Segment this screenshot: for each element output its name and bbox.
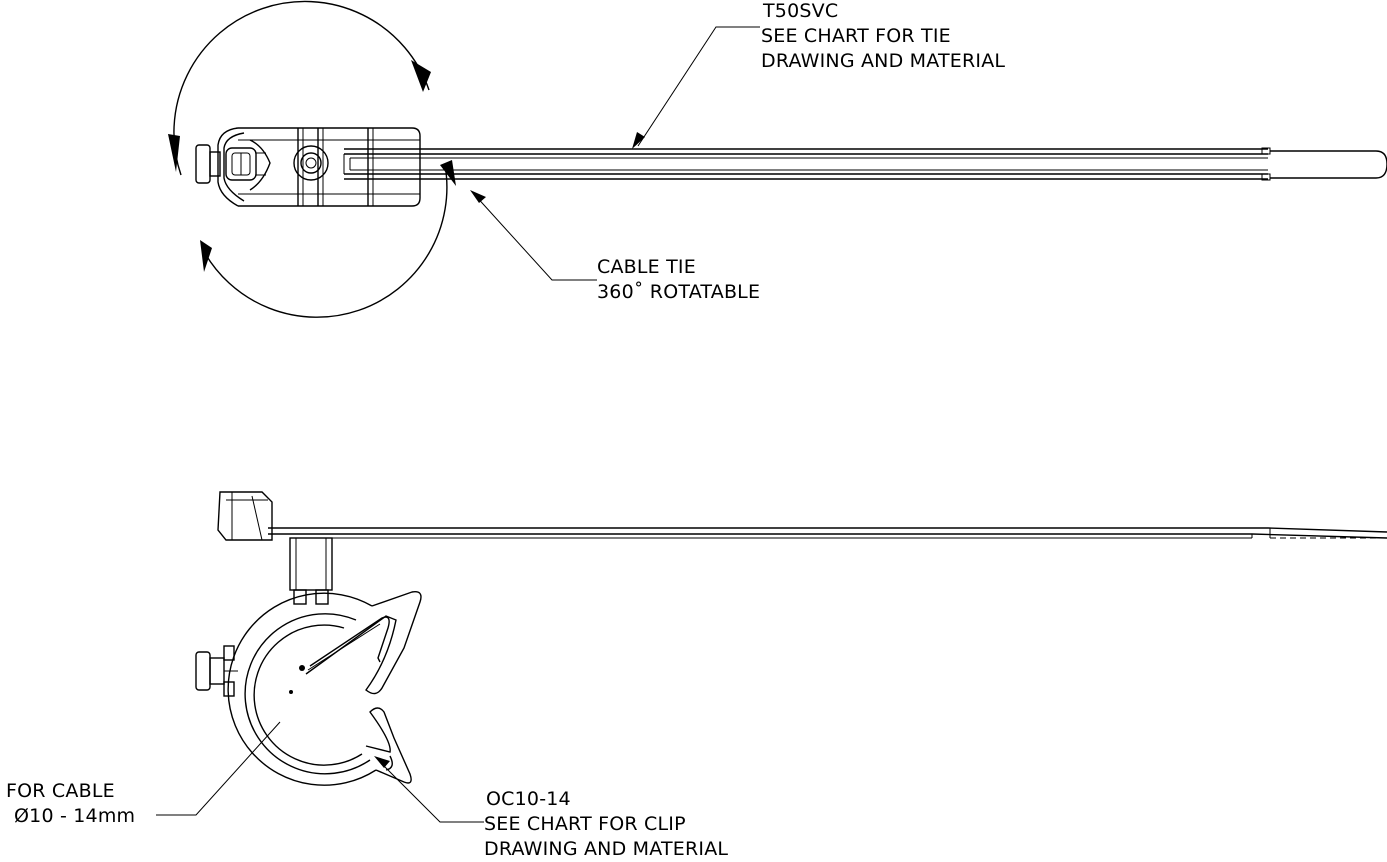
- clip-ring-inner: [244, 613, 371, 775]
- push-button-top: [195, 144, 211, 184]
- clip-arm-lower: [365, 707, 412, 784]
- annotation-for-cable: FOR CABLE Ø10 - 14mm: [6, 780, 135, 827]
- pivot-circle-outer: [293, 145, 329, 181]
- label-cable-tie-1: CABLE TIE: [597, 256, 696, 278]
- clip-arm-upper: [305, 591, 422, 695]
- clip-ring-bore: [253, 624, 363, 766]
- side-head: [217, 491, 273, 541]
- rotation-arrowhead-left: [168, 134, 180, 172]
- label-clip-note-2: DRAWING AND MATERIAL: [484, 838, 728, 860]
- clip-neck: [289, 537, 333, 591]
- rotation-arrowhead-right: [440, 160, 456, 186]
- label-cable-tie-2: 360˚ ROTATABLE: [597, 281, 760, 303]
- clip-ring-outer: [227, 592, 377, 786]
- label-clip-note-1: SEE CHART FOR CLIP: [484, 813, 686, 835]
- annotation-clip: OC10-14 SEE CHART FOR CLIP DRAWING AND M…: [484, 788, 728, 860]
- rotation-arrowhead-bottom-left: [200, 240, 212, 272]
- rotation-arc-upper: [173, 0, 430, 176]
- label-for-cable-1: FOR CABLE: [6, 780, 115, 802]
- push-button-side: [195, 651, 211, 691]
- cable-tie-strap: [343, 147, 1387, 181]
- cable-tie-head: [195, 127, 421, 207]
- pivot-circle-inner: [300, 152, 322, 174]
- leader-for-cable: [156, 721, 281, 816]
- top-view: [168, 0, 1387, 318]
- annotation-tie: T50SVC SEE CHART FOR TIE DRAWING AND MAT…: [761, 0, 1005, 72]
- label-tie-note-1: SEE CHART FOR TIE: [761, 25, 951, 47]
- label-tie-note-2: DRAWING AND MATERIAL: [761, 50, 1005, 72]
- side-view: [156, 491, 1387, 823]
- leader-oc10-14: [379, 761, 484, 823]
- annotation-cable-tie: CABLE TIE 360˚ ROTATABLE: [597, 256, 760, 303]
- leader-cable-tie: [473, 193, 597, 281]
- leader-t50svc: [637, 26, 760, 147]
- label-for-cable-2: Ø10 - 14mm: [14, 805, 135, 827]
- label-tie-part: T50SVC: [762, 0, 838, 22]
- label-clip-part: OC10-14: [486, 788, 571, 810]
- rotation-arrowhead-top-right: [411, 60, 431, 92]
- rotation-arc-lower: [201, 164, 448, 318]
